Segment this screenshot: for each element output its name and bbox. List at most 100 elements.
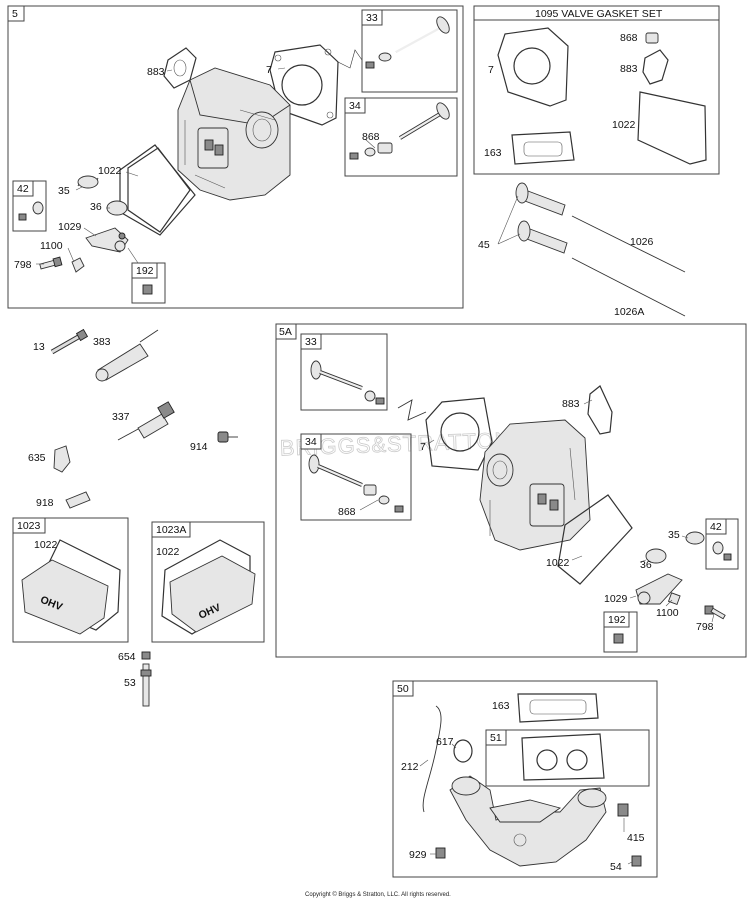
exhaust-manifold [449, 775, 607, 867]
group-5a-tag [275, 323, 297, 340]
gasket-163-set [511, 131, 575, 165]
wire-212 [422, 705, 442, 813]
group-1095-title-bar [473, 5, 720, 21]
label-1100: 1100 [40, 240, 63, 252]
group-5-label: 5 [12, 8, 18, 20]
label-415: 415 [627, 832, 645, 844]
nut-42b [723, 553, 732, 561]
leader-lines-5a [359, 399, 715, 623]
label-1029: 1029 [58, 221, 82, 233]
box-51-label: 51 [490, 732, 502, 744]
label-1029b: 1029 [604, 593, 628, 605]
nut-192b [613, 633, 624, 644]
valve-33b [310, 360, 385, 405]
label-163d: 163 [492, 700, 510, 712]
box-192b-tag [603, 611, 630, 628]
box-33b-tag [300, 333, 322, 350]
box-34b-frame [300, 433, 412, 521]
group-5-tag [7, 5, 25, 22]
group-5a: 5A BRIGGS&STRATTON 33 34 [275, 323, 747, 658]
group-1023a: 1023A OHV 1022 [151, 521, 265, 643]
cylinder-head-5 [177, 67, 291, 201]
head-gasket-7-set [497, 27, 569, 107]
bolt-929 [435, 847, 446, 859]
box-33b-label: 33 [305, 336, 317, 348]
box-42-label: 42 [17, 183, 29, 195]
gasket-163d [517, 693, 599, 723]
gasket-51 [521, 733, 605, 781]
label-45: 45 [478, 239, 490, 251]
group-5a-frame [275, 323, 747, 658]
box-33-label: 33 [366, 12, 378, 24]
label-883b: 883 [562, 398, 580, 410]
rocker-arm-1029b [635, 573, 683, 605]
label-35: 35 [58, 185, 70, 197]
leader-lines-5 [36, 49, 376, 265]
bolt-798b [704, 605, 726, 620]
rocker-cover-1023a [169, 555, 256, 633]
pivot-1100 [71, 257, 85, 273]
gasket-1022-set [637, 91, 707, 165]
box-42b-label: 42 [710, 521, 722, 533]
group-50-tag [392, 680, 414, 697]
group-1023a-label: 1023A [156, 524, 186, 536]
nut-42 [18, 213, 27, 221]
loose-parts: 13 383 337 914 635 918 [28, 328, 238, 509]
label-617: 617 [436, 736, 454, 748]
box-42b-tag [705, 518, 727, 535]
label-918: 918 [36, 497, 54, 509]
box-34-tag [344, 97, 366, 114]
box-192-label: 192 [136, 265, 154, 277]
label-337: 337 [112, 411, 130, 423]
label-13: 13 [33, 341, 45, 353]
group-1023a-tag [151, 521, 191, 538]
spring-35 [77, 175, 99, 189]
group-1095-title: 1095 VALVE GASKET SET [535, 8, 663, 20]
box-33b-frame [300, 333, 388, 411]
nut-654 [141, 651, 151, 660]
label-212: 212 [401, 761, 419, 773]
label-7b: 7 [420, 441, 426, 453]
label-36b: 36 [640, 559, 652, 571]
box-33-frame [361, 9, 458, 93]
leader-lines-50 [419, 743, 633, 865]
nut-192 [142, 284, 153, 295]
label-1026: 1026 [630, 236, 654, 248]
gasket-163d-inner [529, 699, 587, 715]
rocker-arm-1029 [85, 227, 129, 253]
group-1095: 1095 VALVE GASKET SET 7 868 883 1022 163 [473, 5, 720, 175]
label-883-set: 883 [620, 63, 638, 75]
group-50-frame [392, 680, 658, 878]
label-868b: 868 [338, 506, 356, 518]
label-54: 54 [610, 861, 622, 873]
box-51-tag [485, 729, 507, 746]
label-798: 798 [14, 259, 32, 271]
ring-617 [453, 739, 473, 763]
label-163-set: 163 [484, 147, 502, 159]
label-868: 868 [362, 131, 380, 143]
push-rods: 45 1026 1026A [478, 182, 686, 318]
label-1022b: 1022 [546, 557, 570, 569]
label-1100b: 1100 [656, 607, 679, 619]
label-798b: 798 [696, 621, 714, 633]
washer-42b [712, 541, 724, 555]
group-1023: 1023 OHV 1022 [12, 517, 129, 643]
label-53: 53 [124, 677, 136, 689]
box-51-frame [485, 729, 650, 787]
box-42-tag [12, 180, 34, 197]
bolt-798 [39, 256, 63, 270]
label-914: 914 [190, 441, 208, 453]
group-1023-tag [12, 517, 46, 534]
gasket-883b [587, 385, 613, 435]
label-654: 654 [118, 651, 136, 663]
nut-54 [631, 855, 642, 867]
copyright-notice: Copyright © Briggs & Stratton, LLC. All … [305, 891, 451, 898]
group-50: 50 51 163 212 [392, 680, 658, 878]
bolt-13 [50, 328, 89, 355]
label-35b: 35 [668, 529, 680, 541]
valve-34b [308, 454, 404, 513]
head-gasket-7b [425, 397, 493, 471]
group-1023-label: 1023 [17, 520, 41, 532]
group-1023-frame [12, 517, 129, 643]
